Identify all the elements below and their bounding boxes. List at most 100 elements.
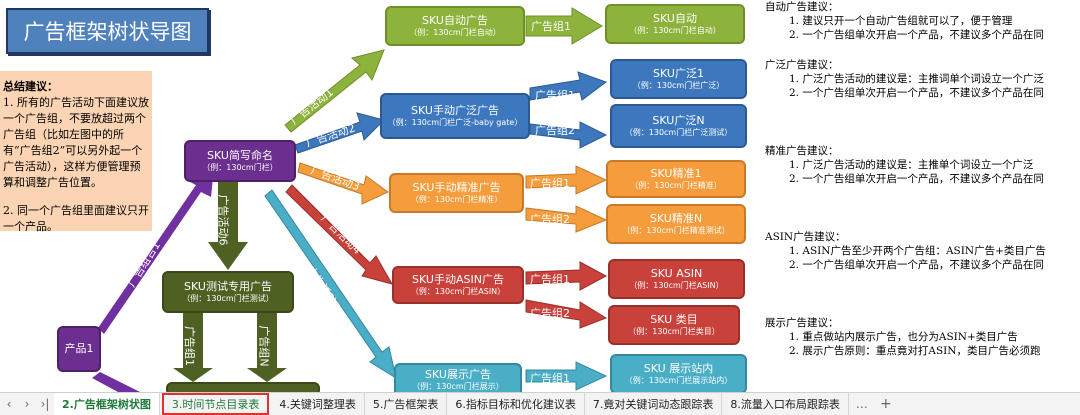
- node-title: SKU 展示站内: [643, 362, 714, 376]
- arrow-campaign4: [285, 184, 394, 285]
- node-example: （例：130cm门栏）: [202, 162, 278, 172]
- more-tabs-button[interactable]: …: [855, 397, 868, 411]
- node-title: SKU手动ASIN广告: [412, 273, 504, 287]
- note-exact-heading: 精准广告建议：: [765, 145, 839, 157]
- advice-heading: 总结建议：: [3, 80, 58, 93]
- sheet-tab-5[interactable]: 5.广告框架表: [365, 393, 448, 415]
- node-exact-1: SKU精准1 （例：130cm门栏精准）: [606, 160, 746, 198]
- tab-next-button[interactable]: ›: [24, 397, 30, 411]
- sheet-tab-bar: ‹ › ›| 2.广告框架树状图 3.时间节点目录表 4.关键词整理表 5.广告…: [0, 392, 1080, 415]
- diagram-canvas: 广告框架树状导图 总结建议： 1. 所有的广告活动下面建议放一个广告组，不要放超…: [0, 1, 1046, 392]
- sheet-tab-3[interactable]: 3.时间节点目录表: [161, 393, 270, 415]
- node-example: （例：130cm门栏精准）: [630, 180, 722, 190]
- note-auto-heading: 自动广告建议：: [765, 1, 839, 13]
- label-asin-group1: 广告组1: [530, 273, 570, 286]
- node-sku-test: SKU测试专用广告 （例：130cm门栏测试）: [162, 271, 294, 313]
- arrow-campaign5: [264, 189, 397, 380]
- add-sheet-button[interactable]: +: [879, 396, 892, 412]
- node-display-1: SKU 展示站内 （例：130cm门栏展示站内）: [610, 354, 747, 392]
- arrow-asin-group1: [525, 261, 608, 291]
- node-product-label: 产品1: [64, 342, 94, 356]
- arrows-layer: [92, 7, 608, 392]
- node-title: SKU展示广告: [425, 368, 491, 382]
- sheet-tab-2[interactable]: 2.广告框架树状图: [54, 393, 160, 415]
- arrow-test-groupN: [247, 312, 287, 382]
- node-title: SKU广泛1: [653, 67, 704, 81]
- node-title: SKU测试专用广告: [184, 280, 272, 294]
- tab-prev-button[interactable]: ‹: [6, 397, 12, 411]
- note-exact-2: 2. 一个广告组单次开启一个产品，不建议多个产品在同: [789, 173, 1044, 185]
- node-example: （例：130cm门栏ASIN）: [410, 286, 506, 296]
- advice-point-2: 2. 同一个广告组里面建议只开一个产品。: [3, 204, 149, 233]
- node-auto-leaf: SKU自动 （例：130cm门栏自动）: [605, 4, 745, 44]
- node-exact-n: SKU精准N （例：130cm门栏精准测试）: [606, 204, 746, 244]
- label-display-group1: 广告组1: [530, 372, 570, 385]
- advice-point-1: 1. 所有的广告活动下面建议放一个广告组，不要放超过两个广告组（比如左图中的所有…: [3, 96, 149, 189]
- node-category: SKU 类目 （例：130cm门栏类目）: [608, 305, 740, 345]
- summary-advice: 总结建议： 1. 所有的广告活动下面建议放一个广告组，不要放超过两个广告组（比如…: [0, 71, 152, 233]
- arrow-auto-group: [525, 7, 603, 45]
- arrow-exact-group2: [525, 205, 608, 233]
- node-broad: SKU手动广泛广告 （例：130cm门栏广泛-baby gate）: [380, 93, 530, 139]
- label-broad-group1: 广告组1: [535, 89, 575, 102]
- node-example: （例：130cm门栏广泛）: [632, 80, 725, 90]
- label-auto-group1: 广告组1: [531, 20, 571, 33]
- arrow-exact-group1: [525, 165, 608, 195]
- sheet-tab-4[interactable]: 4.关键词整理表: [271, 393, 365, 415]
- note-auto-1: 1. 建议只开一个自动广告组就可以了，便于管理: [789, 15, 1013, 27]
- note-asin-2: 2. 一个广告组单次开启一个产品，不建议多个产品在同: [789, 259, 1044, 271]
- label-campaign6: 广告活动6: [216, 194, 230, 246]
- note-exact-1: 1. 广泛广告活动的建议是：主推单个词设立一个广泛: [789, 159, 1034, 171]
- note-display-heading: 展示广告建议：: [765, 317, 839, 329]
- node-title: SKU精准1: [650, 167, 702, 181]
- sheet-tab-8[interactable]: 8.流量入口布局跟踪表: [722, 393, 849, 415]
- node-asin-1: SKU ASIN （例：130cm门栏ASIN）: [608, 259, 745, 299]
- node-title: SKU精准N: [649, 212, 703, 226]
- note-broad-heading: 广泛广告建议：: [765, 59, 839, 71]
- note-asin-heading: ASIN广告建议：: [765, 231, 846, 243]
- arrow-campaign3: [297, 162, 389, 205]
- node-example: （例：130cm门栏ASIN）: [629, 280, 724, 290]
- node-title: SKU广泛N: [652, 114, 705, 128]
- label-test-groupN: 广告组N: [257, 325, 271, 367]
- note-broad-2: 2. 一个广告组单次开启一个产品，不建议多个产品在同: [789, 87, 1044, 99]
- node-example: （例：130cm门栏测试）: [182, 293, 274, 303]
- note-broad-1: 1. 广泛广告活动的建议是：主推词单个词设立一个广泛: [789, 73, 1044, 85]
- note-auto-2: 2. 一个广告组单次开启一个产品，不建议多个产品在同: [789, 29, 1044, 41]
- node-asin: SKU手动ASIN广告 （例：130cm门栏ASIN）: [392, 266, 524, 304]
- arrow-campaign2: [294, 112, 385, 154]
- arrow-campaign6: [208, 182, 248, 270]
- label-exact-group1: 广告组1: [530, 177, 570, 190]
- arrow-portfolio: [92, 168, 214, 392]
- node-example: （例：130cm门栏展示）: [412, 381, 504, 391]
- node-broad-n: SKU广泛N （例：130cm门栏广泛测试）: [610, 104, 747, 148]
- arrow-test-group1: [173, 312, 213, 382]
- node-example: （例：130cm门栏精准测试）: [622, 225, 730, 235]
- sheet-tab-7[interactable]: 7.竟对关键词动态跟踪表: [585, 393, 723, 415]
- node-title: SKU手动精准广告: [412, 181, 501, 195]
- tab-last-button[interactable]: ›|: [40, 397, 50, 411]
- label-test-group1: 广告组1: [183, 326, 196, 366]
- arrow-campaign1: [284, 49, 385, 133]
- arrow-broad-group1: [529, 71, 608, 101]
- note-display-1: 1. 重点做站内展示广告，也分为ASIN+类目广告: [789, 331, 1018, 343]
- node-title: SKU ASIN: [650, 267, 703, 281]
- node-title: SKU简写命名: [207, 149, 273, 163]
- note-display-2: 2. 展示广告原则：重点竟对打ASIN，类目广告必须跑: [789, 345, 1041, 357]
- node-sku-name: SKU简写命名 （例：130cm门栏）: [184, 140, 296, 182]
- node-auto: SKU自动广告 （例：130cm门栏自动）: [385, 6, 525, 46]
- node-example: （例：130cm门栏精准）: [410, 194, 503, 204]
- note-asin-1: 1. ASIN广告至少开两个广告组：ASIN广告+类目广告: [789, 245, 1046, 257]
- label-exact-group2: 广告组2: [530, 213, 570, 226]
- sheet-tab-6[interactable]: 6.指标目标和优化建议表: [447, 393, 585, 415]
- node-example: （例：130cm门栏展示站内）: [624, 375, 733, 385]
- arrow-asin-group2: [525, 299, 608, 329]
- node-display: SKU展示广告 （例：130cm门栏展示）: [394, 363, 522, 392]
- diagram-title: 广告框架树状导图: [6, 8, 209, 54]
- node-title: SKU自动: [653, 12, 697, 26]
- arrow-display-group1: [525, 361, 608, 391]
- node-title: SKU 类目: [650, 313, 698, 327]
- arrow-broad-group2: [529, 121, 608, 149]
- node-example: （例：130cm门栏广泛测试）: [624, 127, 733, 137]
- node-example: （例：130cm门栏广泛-baby gate）: [387, 117, 523, 127]
